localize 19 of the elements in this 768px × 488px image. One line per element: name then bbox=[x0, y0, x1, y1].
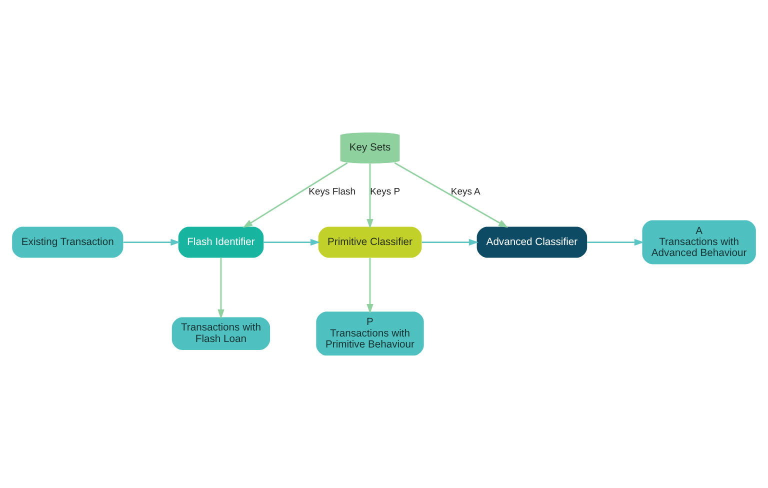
edge-label: Keys Flash bbox=[308, 186, 356, 198]
arrow bbox=[394, 162, 508, 228]
arrow bbox=[366, 164, 374, 229]
arrow bbox=[422, 238, 479, 246]
arrow bbox=[123, 238, 180, 246]
node-box: Existing Transaction bbox=[12, 226, 124, 258]
arrow bbox=[218, 258, 224, 320]
edge-label: Keys P bbox=[370, 186, 400, 198]
arrow bbox=[242, 162, 348, 228]
arrow bbox=[366, 258, 374, 314]
node-box: A Transactions with Advanced Behaviour bbox=[642, 220, 756, 264]
arrow bbox=[264, 238, 320, 246]
edge-label: Keys A bbox=[450, 186, 480, 198]
node-box: Advanced Classifier bbox=[476, 226, 588, 258]
node-box: Transactions with Flash Loan bbox=[172, 317, 270, 350]
node-box: Flash Identifier bbox=[178, 226, 264, 258]
node-box: Primitive Classifier bbox=[318, 226, 422, 258]
arrow bbox=[587, 238, 644, 246]
node-box: P Transactions with Primitive Behaviour bbox=[316, 312, 424, 356]
